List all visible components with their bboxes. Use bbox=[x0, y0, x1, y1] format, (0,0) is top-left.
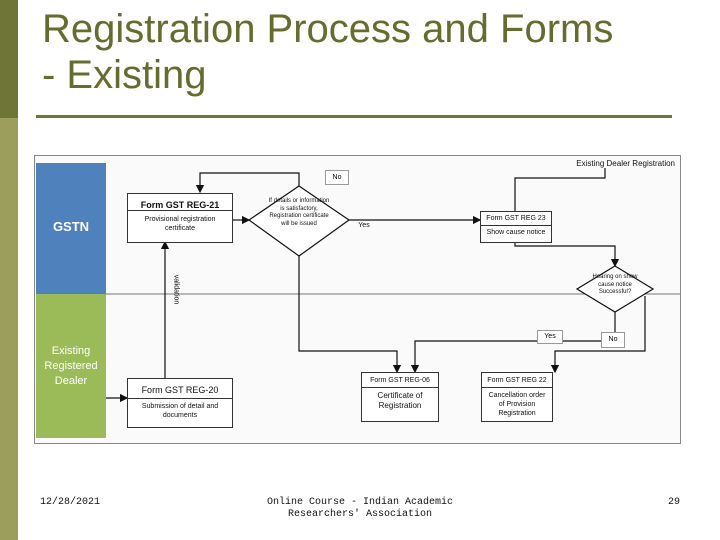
connector-decision-reg06 bbox=[298, 256, 402, 374]
label-validation: validation bbox=[159, 266, 199, 316]
registration-flow-diagram: Existing Dealer Registration GSTN Existi… bbox=[34, 155, 681, 444]
footer-center-line2: Researchers' Association bbox=[287, 509, 433, 520]
box-form-reg20: Form GST REG-20 Submission of detail and… bbox=[127, 378, 233, 428]
label-yes-mid: Yes bbox=[358, 222, 370, 229]
label-yes-right-text: Yes bbox=[544, 333, 556, 340]
hearing-diamond bbox=[575, 265, 655, 313]
reg22-sub: Cancellation order of Provision Registra… bbox=[488, 392, 546, 417]
hearing-text: Hearing on show cause notice Successful? bbox=[592, 274, 638, 295]
connector-hearing-reg06 bbox=[410, 312, 616, 374]
footer-center: Online Course - Indian Academic Research… bbox=[250, 497, 470, 521]
box-form-reg06: Form GST REG-06 Certificate of Registrat… bbox=[361, 372, 439, 422]
left-accent-bar-top bbox=[0, 0, 18, 118]
slide-title: Registration Process and Forms - Existin… bbox=[42, 6, 712, 98]
label-no-top: No bbox=[325, 170, 349, 185]
label-validation-text: validation bbox=[172, 274, 180, 305]
connector-reg23-header bbox=[514, 168, 606, 211]
left-accent-bar bbox=[0, 0, 18, 540]
title-divider bbox=[36, 115, 672, 118]
lane-gstn: GSTN bbox=[36, 163, 106, 294]
decision-diamond bbox=[247, 185, 351, 257]
footer-center-line1: Online Course - Indian Academic bbox=[266, 497, 454, 508]
reg22-title: Form GST REG 22 bbox=[482, 373, 552, 388]
connector-hearing-reg22 bbox=[550, 296, 646, 374]
reg20-title: Form GST REG-20 bbox=[128, 379, 232, 399]
reg23-title: Form GST REG 23 bbox=[481, 212, 551, 226]
reg21-sub: Provisional registration certificate bbox=[144, 216, 216, 232]
reg23-sub: Show cause notice bbox=[486, 229, 546, 236]
label-no-top-text: No bbox=[332, 174, 342, 181]
reg21-title: Form GST REG-21 bbox=[128, 194, 232, 211]
box-form-reg21: Form GST REG-21 Provisional registration… bbox=[127, 193, 233, 243]
box-form-reg23: Form GST REG 23 Show cause notice bbox=[480, 211, 552, 243]
reg06-sub: Certificate of Registration bbox=[377, 391, 423, 410]
label-no-right: No bbox=[601, 332, 625, 348]
lane-gstn-label: GSTN bbox=[52, 219, 90, 234]
lane-dealer: Existing Registered Dealer bbox=[36, 294, 106, 438]
decision-text: If details or information is satisfactor… bbox=[268, 198, 330, 227]
slide-title-line2: - Existing bbox=[42, 53, 207, 97]
label-no-right-text: No bbox=[608, 336, 618, 343]
lane-dealer-label: Existing Registered Dealer bbox=[44, 345, 98, 387]
reg20-sub: Submission of detail and documents bbox=[141, 403, 219, 419]
slide-title-line1: Registration Process and Forms bbox=[42, 7, 614, 51]
reg06-title: Form GST REG-06 bbox=[362, 373, 438, 388]
diagram-header: Existing Dealer Registration bbox=[576, 159, 675, 168]
footer-date: 12/28/2021 bbox=[40, 497, 101, 508]
label-yes-right: Yes bbox=[537, 330, 563, 344]
connector-no-loop bbox=[195, 172, 300, 194]
box-form-reg22: Form GST REG 22 Cancellation order of Pr… bbox=[481, 372, 553, 422]
footer-page-number: 29 bbox=[667, 497, 680, 508]
